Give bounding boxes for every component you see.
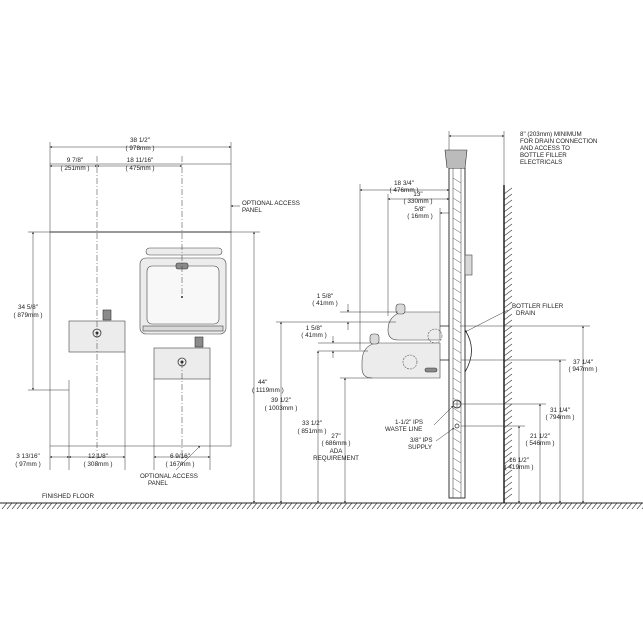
- dim-h-33-mm: ( 851mm ): [297, 428, 326, 435]
- dim-overall-height: 44": [258, 379, 267, 386]
- dim-overall-width-mm: ( 978mm ): [125, 145, 154, 152]
- dim-h-39: 39 1/2": [271, 397, 291, 404]
- dim-upper-158: 1 5/8": [317, 293, 333, 300]
- dim-upper-158-mm: ( 41mm ): [312, 300, 338, 307]
- dim-bottom-mid: 12 1/8": [88, 453, 108, 460]
- right-fountain-unit: [153, 336, 211, 380]
- dim-h-39-mm: ( 1003mm ): [265, 405, 298, 412]
- dim-height-left: 34 5/8": [18, 304, 38, 311]
- dim-h-37-mm: ( 947mm ): [568, 366, 597, 373]
- dim-lower-158-mm: ( 41mm ): [301, 332, 327, 339]
- finished-floor-line: [0, 502, 643, 510]
- dim-bottom-left: 3 13/16": [16, 453, 40, 460]
- dim-h-37: 37 1/4": [573, 359, 593, 366]
- dim-filler-width-mm: ( 475mm ): [125, 165, 154, 172]
- dim-h-31: 31 1/4": [550, 407, 570, 414]
- dim-lower-158: 1 5/8": [306, 325, 322, 332]
- dim-bottom-left-mm: ( 97mm ): [15, 461, 41, 468]
- bottle-filler-unit: [139, 247, 227, 335]
- side-upper-fountain: [387, 303, 443, 344]
- dim-overall-height-mm: ( 1119mm ): [252, 387, 284, 394]
- dim-h-33: 33 1/2": [302, 420, 322, 427]
- dim-h-16-mm: ( 419mm ): [504, 464, 533, 471]
- finished-floor-label: FINISHED FLOOR: [42, 493, 94, 500]
- front-upper-panel: [49, 163, 232, 233]
- dim-h-27: 27": [331, 433, 340, 440]
- dim-h-21-mm: ( 546mm ): [525, 440, 554, 447]
- dim-bottom-right-mm: ( 167mm ): [165, 461, 194, 468]
- mounting-frame: [448, 167, 466, 499]
- dim-depth-total-mm: ( 476mm ): [389, 187, 418, 194]
- dim-depth-58-mm: ( 16mm ): [407, 213, 433, 220]
- dim-overall-width: 38 1/2": [130, 137, 150, 144]
- dim-filler-width: 18 11/16": [127, 157, 154, 164]
- dim-h-31-mm: ( 794mm ): [545, 414, 574, 421]
- dim-height-left-mm: ( 879mm ): [13, 312, 42, 319]
- dim-left-offset-mm: ( 251mm ): [60, 165, 89, 172]
- dim-bottom-right: 6 9/16": [170, 453, 190, 460]
- dim-depth-13: 13": [413, 191, 422, 198]
- dim-bottom-mid-mm: ( 308mm ): [83, 461, 112, 468]
- side-lower-fountain: [361, 333, 441, 379]
- front-view: 38 1/2" ( 978mm ) 9 7/8" ( 251mm ) 18 11…: [13, 137, 300, 504]
- dim-left-offset: 9 7/8": [67, 157, 83, 164]
- dim-depth-58: 5/8": [414, 206, 425, 213]
- dim-h-27-mm: ( 686mm ): [321, 440, 350, 447]
- dim-h-16: 16 1/2": [509, 457, 529, 464]
- dim-depth-13-mm: ( 330mm ): [403, 198, 432, 205]
- dim-h-21: 21 1/2": [530, 433, 550, 440]
- dim-depth-total: 18 3/4": [394, 180, 414, 187]
